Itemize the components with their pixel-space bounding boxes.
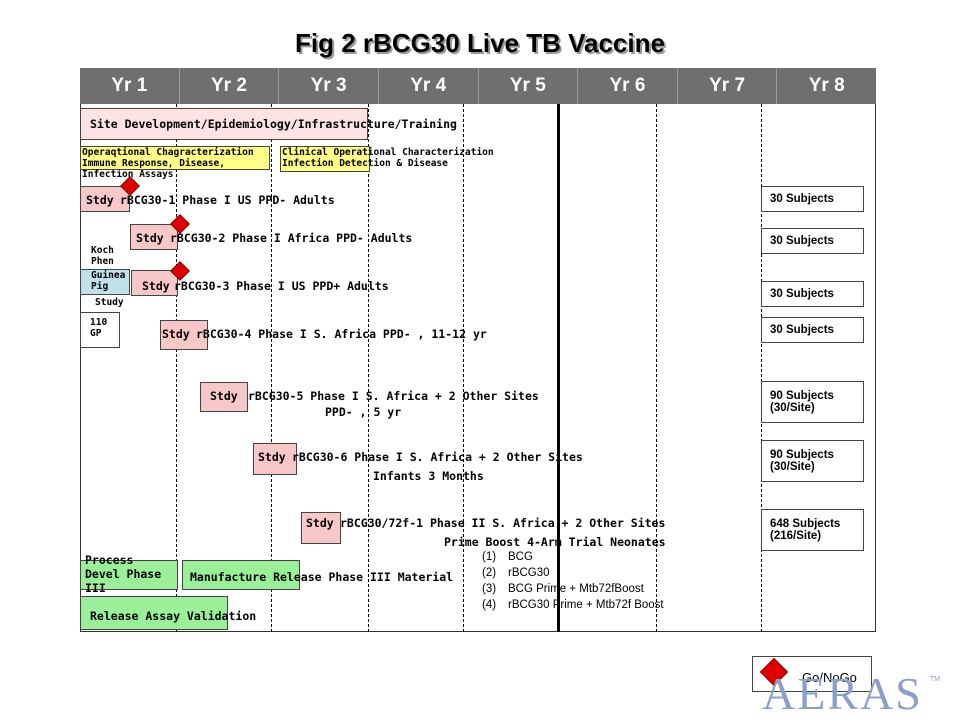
release-assay-label: Release Assay Validation bbox=[90, 609, 257, 623]
year-6: Yr 6 bbox=[578, 68, 678, 104]
study-1-subjects: 30 Subjects bbox=[761, 186, 864, 212]
process-devel-bar bbox=[80, 560, 178, 590]
trial-arms-list: (1) BCG (2) rBCG30 (3) BCG Prime + Mtb72fBo… bbox=[482, 549, 664, 613]
study-1-subjects-text: 30 Subjects bbox=[770, 193, 834, 205]
phase-divider bbox=[557, 104, 560, 632]
trial-arm-number: (3) bbox=[482, 583, 497, 595]
gp-110-box: 110 GP bbox=[80, 312, 120, 348]
study-3-subjects-text: 30 Subjects bbox=[770, 288, 834, 300]
guinea-pig-label: Guinea Pig bbox=[91, 270, 126, 292]
study-6-bar bbox=[253, 443, 297, 475]
year-2: Yr 2 bbox=[180, 68, 280, 104]
year-7: Yr 7 bbox=[678, 68, 778, 104]
study-7-subjects-text: 648 Subjects bbox=[770, 518, 841, 530]
year-5: Yr 5 bbox=[479, 68, 579, 104]
study-2-box-label: Stdy bbox=[136, 231, 164, 245]
study-6-subjects: 90 Subjects (30/Site) bbox=[761, 440, 864, 482]
study-6-label: rBCG30-6 Phase I S. Africa + 2 Other Sit… bbox=[292, 450, 583, 464]
study-2-subjects-text: 30 Subjects bbox=[770, 235, 834, 247]
clinical-characterization-label: Clinical Operational Characterization In… bbox=[282, 147, 494, 169]
manufacture-bar bbox=[182, 560, 300, 590]
study-5-label: rBCG30-5 Phase I S. Africa + 2 Other Sit… bbox=[248, 389, 539, 403]
aeras-logo: AERAS bbox=[762, 668, 923, 719]
year-1: Yr 1 bbox=[80, 68, 180, 104]
year-header: Yr 1 Yr 2 Yr 3 Yr 4 Yr 5 Yr 6 Yr 7 Yr 8 bbox=[80, 68, 876, 104]
operational-characterization-bar bbox=[80, 146, 270, 170]
study-5-bar bbox=[200, 382, 248, 412]
guinea-pig-bar bbox=[80, 269, 130, 295]
timeline-frame bbox=[80, 104, 876, 632]
study-5-subjects: 90 Subjects (30/Site) bbox=[761, 381, 864, 423]
trial-arm-number: (1) bbox=[482, 551, 497, 563]
study-7-bar bbox=[301, 512, 341, 544]
year-4: Yr 4 bbox=[379, 68, 479, 104]
legend-label: Go/NoGo bbox=[802, 670, 857, 685]
logo-trademark: TM bbox=[930, 676, 941, 683]
trial-arm-text: rBCG30 bbox=[508, 567, 550, 579]
study-6-label-2: Infants 3 Months bbox=[373, 469, 484, 483]
study-4-box-label: Stdy bbox=[162, 327, 190, 341]
year-3: Yr 3 bbox=[279, 68, 379, 104]
study-1-bar bbox=[80, 186, 130, 212]
study-5-subjects-text: 90 Subjects bbox=[770, 390, 834, 402]
study-6-subjects-text: 90 Subjects bbox=[770, 449, 834, 461]
gridline bbox=[176, 104, 177, 632]
study-1-box-label: Stdy bbox=[86, 193, 114, 207]
koch-phen-label: Koch Phen bbox=[91, 245, 114, 267]
site-development-label: Site Development/Epidemiology/Infrastruc… bbox=[90, 117, 457, 131]
trial-arm-text: BCG bbox=[508, 551, 533, 563]
trial-arm: (4) rBCG30 Prime + Mtb72f Boost bbox=[482, 597, 664, 613]
study-4-bar bbox=[160, 320, 208, 350]
study-1-label: rBCG30-1 Phase I US PPD- Adults bbox=[120, 193, 335, 207]
study-3-bar bbox=[131, 270, 178, 296]
study-3-box-label: Stdy bbox=[142, 279, 170, 293]
site-development-bar bbox=[80, 108, 368, 140]
gridline bbox=[656, 104, 657, 632]
study-7-subjects: 648 Subjects (216/Site) bbox=[761, 509, 864, 551]
study-2-subjects: 30 Subjects bbox=[761, 228, 864, 254]
study-4-label: rBCG30-4 Phase I S. Africa PPD- , 11-12 … bbox=[196, 327, 487, 341]
clinical-characterization-bar bbox=[280, 146, 370, 172]
study-7-label: rBCG30/72f-1 Phase II S. Africa + 2 Othe… bbox=[340, 516, 666, 530]
gridline bbox=[761, 104, 762, 632]
trial-arm-text: rBCG30 Prime + Mtb72f Boost bbox=[508, 599, 664, 611]
study-7-subjects-per-site: (216/Site) bbox=[770, 530, 822, 542]
release-assay-bar bbox=[80, 596, 228, 630]
trial-arm-text: BCG Prime + Mtb72fBoost bbox=[508, 583, 644, 595]
study-6-box-label: Stdy bbox=[258, 450, 286, 464]
study-7-box-label: Stdy bbox=[306, 516, 334, 530]
process-devel-label: Process Devel Phase III bbox=[85, 553, 162, 595]
study-5-box-label: Stdy bbox=[210, 389, 238, 403]
trial-arm-number: (4) bbox=[482, 599, 497, 611]
gridline bbox=[271, 104, 272, 632]
study-4-subjects: 30 Subjects bbox=[761, 317, 864, 343]
study-4-subjects-text: 30 Subjects bbox=[770, 324, 834, 336]
study-5-subjects-per-site: (30/Site) bbox=[770, 402, 815, 414]
trial-arm: (3) BCG Prime + Mtb72fBoost bbox=[482, 581, 664, 597]
study-2-label: rBCG30-2 Phase I Africa PPD- Adults bbox=[170, 231, 413, 245]
operational-characterization-label: Operaqtional Chagracterization Immune Re… bbox=[82, 147, 254, 180]
study-5-label-2: PPD- , 5 yr bbox=[325, 405, 402, 419]
study-6-subjects-per-site: (30/Site) bbox=[770, 461, 815, 473]
page-title: Fig 2 rBCG30 Live TB Vaccine bbox=[295, 28, 665, 58]
study-2-bar bbox=[130, 224, 178, 250]
year-8: Yr 8 bbox=[808, 75, 845, 96]
trial-arm: (1) BCG bbox=[482, 549, 664, 565]
guinea-pig-study-label: Study bbox=[95, 297, 124, 308]
study-7-label-2: Prime Boost 4-Arm Trial Neonates bbox=[444, 535, 666, 549]
manufacture-label: Manufacture Release Phase III Material bbox=[190, 570, 454, 584]
gridline bbox=[368, 104, 369, 632]
gridline bbox=[463, 104, 464, 632]
trial-arm-number: (2) bbox=[482, 567, 497, 579]
study-3-subjects: 30 Subjects bbox=[761, 281, 864, 307]
study-3-label: rBCG30-3 Phase I US PPD+ Adults bbox=[174, 279, 389, 293]
trial-arm: (2) rBCG30 bbox=[482, 565, 664, 581]
